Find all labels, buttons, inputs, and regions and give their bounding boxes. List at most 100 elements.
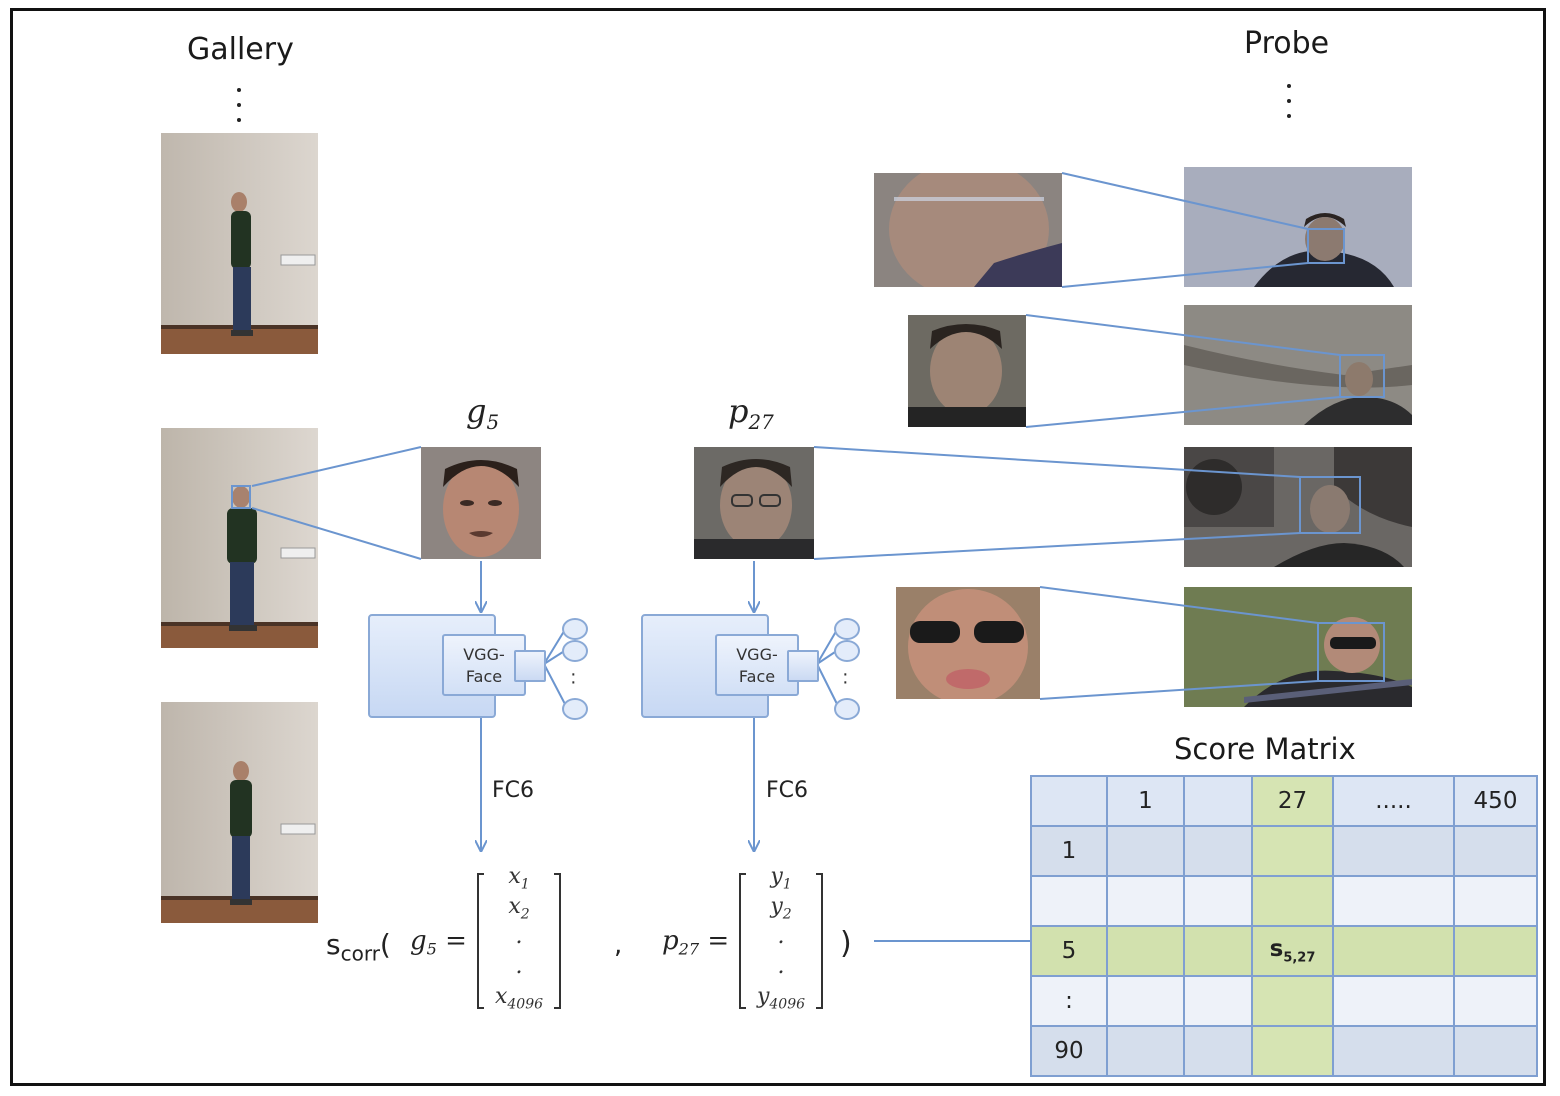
y-vector-entry: y2: [740, 892, 822, 922]
formula-probe-var: p27 =: [662, 926, 729, 959]
gallery-vgg-core: VGG- Face: [442, 634, 526, 696]
gallery-output-node-1: [562, 618, 588, 640]
y-vector-entry-index: 1: [782, 876, 792, 893]
gallery-continuation-dots: [236, 88, 242, 133]
probe-title: Probe: [1244, 26, 1330, 61]
score-cell-index: 5,27: [1283, 950, 1316, 966]
gallery-photo-2: [161, 428, 318, 648]
x-vector-entry-symbol: x: [508, 864, 521, 889]
score-matrix-column-header: 450: [1453, 775, 1538, 827]
score-matrix-cell: [1251, 825, 1334, 877]
y-vector-entry: .: [740, 922, 822, 952]
probe-sample-symbol: p: [728, 392, 749, 430]
x-vector-entry-symbol: .: [515, 924, 523, 949]
score-matrix-cell: [1453, 925, 1538, 977]
x-vector-brackets: [477, 873, 561, 1009]
probe-vgg-output-unit: [787, 650, 819, 682]
corr-open-paren: (: [379, 928, 391, 961]
probe-closeup-1: [874, 173, 1062, 287]
score-matrix-cell: [1332, 925, 1455, 977]
gallery-sample-symbol: g: [466, 392, 487, 430]
probe-output-ellipsis: ··: [842, 663, 849, 693]
corr-function-symbol: s: [326, 928, 341, 961]
gallery-vgg-output-unit: [514, 650, 546, 682]
probe-output-node-2: [834, 640, 860, 662]
x-vector-entry: .: [478, 922, 560, 952]
y-vector-entry-symbol: y: [770, 864, 783, 889]
score-matrix-row: :: [1030, 975, 1538, 1027]
x-vector-entry-index: 4096: [507, 996, 544, 1013]
gallery-fc6-label: FC6: [492, 778, 535, 803]
gallery-vgg-name-line1: VGG-: [463, 645, 505, 664]
score-matrix-cell: [1183, 875, 1253, 927]
gallery-photo-1: [161, 133, 318, 354]
y-vector-entry-symbol: y: [770, 894, 783, 919]
gallery-title: Gallery: [187, 32, 294, 67]
score-matrix-cell: [1453, 825, 1538, 877]
score-matrix-cell: [1183, 1025, 1253, 1077]
y-vector-brackets: [739, 873, 823, 1009]
score-matrix-target-cell: s5,27: [1251, 925, 1334, 977]
y-vector-entry-symbol: y: [756, 984, 770, 1009]
score-matrix-cell: [1332, 825, 1455, 877]
score-matrix-row: 1: [1030, 825, 1538, 877]
gallery-vgg-name-line2: Face: [465, 667, 503, 686]
y-vector-entry-symbol: .: [777, 954, 785, 979]
score-matrix-row: 90: [1030, 1025, 1538, 1077]
score-matrix-cell: [1183, 925, 1253, 977]
gallery-output-node-2: [562, 640, 588, 662]
x-vector-entry-index: 2: [520, 906, 530, 923]
y-vector-entry: .: [740, 952, 822, 982]
score-matrix-cell: [1251, 1025, 1334, 1077]
formula-probe-index: 27: [678, 939, 700, 959]
formula-gallery-var: g5 =: [410, 926, 467, 959]
x-vector-entry-symbol: x: [494, 984, 508, 1009]
figure-frame: [10, 8, 1546, 1086]
corr-function: scorr(: [326, 928, 391, 966]
probe-scene-1: [1184, 167, 1412, 287]
probe-output-node-1: [834, 618, 860, 640]
score-matrix-row-header: 1: [1030, 825, 1108, 877]
score-matrix-column-header: [1183, 775, 1253, 827]
gallery-output-ellipsis: ··: [570, 663, 577, 693]
x-vector-entry: x4096: [478, 982, 560, 1012]
y-vector-entry-symbol: .: [777, 924, 785, 949]
score-matrix-column-header: 1: [1106, 775, 1185, 827]
y-vector-entry: y4096: [740, 982, 822, 1012]
gallery-sample-index: 5: [486, 410, 500, 434]
x-vector-entry: .: [478, 952, 560, 982]
formula-gallery-index: 5: [426, 939, 437, 959]
formula-probe-symbol: p: [662, 926, 679, 956]
formula-probe-equals: =: [707, 926, 730, 956]
score-matrix-cell: [1332, 975, 1455, 1027]
score-matrix-cell: [1453, 1025, 1538, 1077]
score-matrix-title: Score Matrix: [1174, 732, 1356, 766]
formula-gallery-equals: =: [445, 926, 467, 956]
score-matrix-cell: [1106, 925, 1185, 977]
x-vector-entry: x1: [478, 862, 560, 892]
probe-scene-4: [1184, 587, 1412, 707]
probe-sample-label: p27: [728, 392, 774, 434]
probe-output-node-n: [834, 698, 860, 720]
score-matrix-cell: [1183, 825, 1253, 877]
x-vector-entry-symbol: x: [508, 894, 521, 919]
score-matrix-cell: [1251, 975, 1334, 1027]
probe-scene-2: [1184, 305, 1412, 425]
score-matrix-cell: [1332, 875, 1455, 927]
x-vector-entry: x2: [478, 892, 560, 922]
score-matrix-row-header: 5: [1030, 925, 1108, 977]
probe-closeup-2: [908, 315, 1026, 427]
probe-fc6-label: FC6: [766, 778, 809, 803]
probe-sample-index: 27: [748, 410, 774, 434]
probe-vgg-name-line2: Face: [738, 667, 776, 686]
score-matrix-cell: [1106, 975, 1185, 1027]
probe-vgg-name-line1: VGG-: [736, 645, 778, 664]
score-cell-symbol: s: [1269, 936, 1284, 963]
gallery-photo-3: [161, 702, 318, 923]
score-matrix-column-header: [1030, 775, 1108, 827]
probe-continuation-dots: [1286, 84, 1292, 129]
probe-scene-3: [1184, 447, 1412, 567]
y-vector-entry-index: 4096: [769, 996, 806, 1013]
